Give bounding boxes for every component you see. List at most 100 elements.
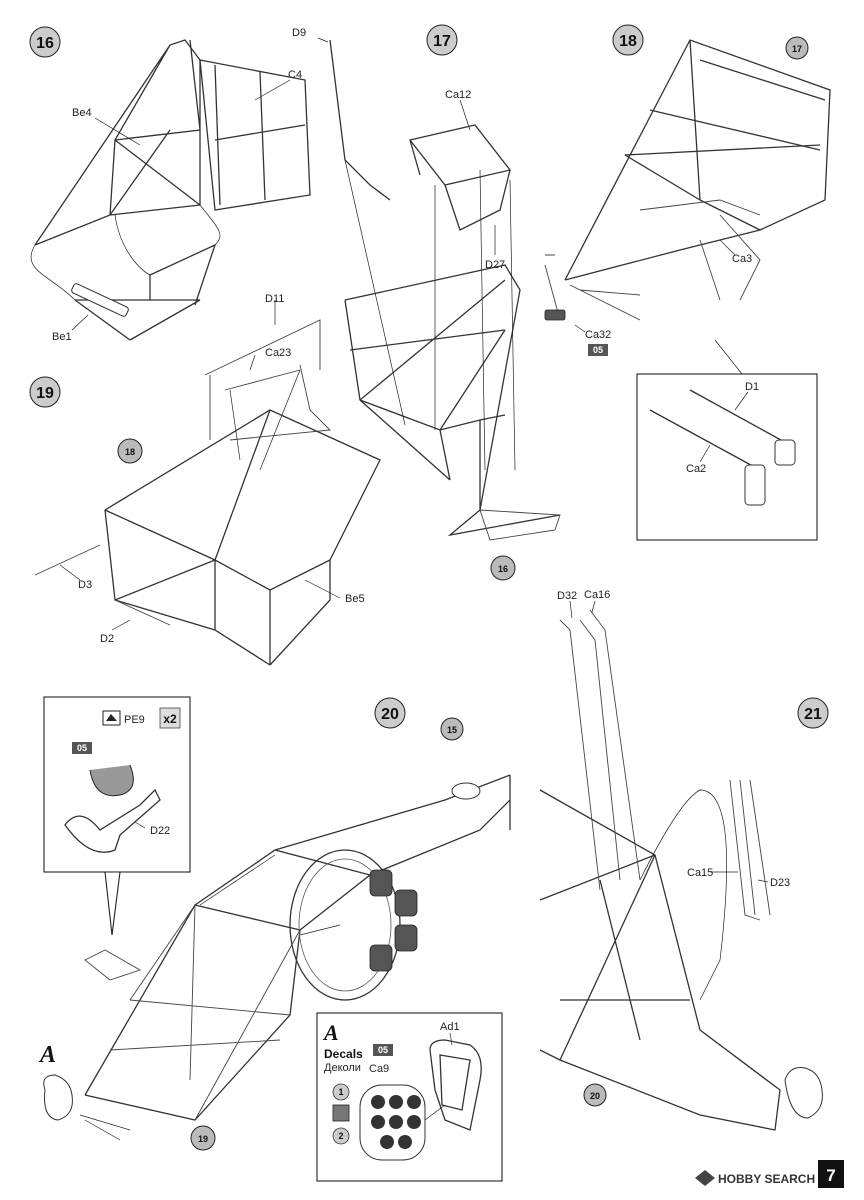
- step-20-guides: [79, 854, 341, 1141]
- step-20-fuselage-frame: [84, 774, 511, 1121]
- step-17-part-d9: [329, 39, 391, 201]
- decals-title: Decals: [324, 1047, 363, 1061]
- step-20-inset-leader: [134, 821, 146, 829]
- decals-paint-badge: [373, 1044, 393, 1056]
- step-21-ref: 20: [590, 1091, 600, 1101]
- hobby-search-logo-icon: [695, 1170, 715, 1186]
- step-16-part-be1: [74, 243, 217, 341]
- label-c4: C4: [288, 69, 302, 81]
- label-d11: D11: [265, 293, 284, 305]
- step-16-leaders: [71, 79, 291, 331]
- step-20-pe-part: [89, 764, 134, 797]
- step-17-ref: 16: [498, 564, 508, 574]
- label-be1: Be1: [52, 331, 72, 343]
- step-20-engine-cylinders: [369, 869, 418, 972]
- step-20-headrest-part: [43, 1074, 73, 1121]
- page-number-badge: [818, 1160, 844, 1188]
- label-d9: D9: [292, 27, 306, 39]
- step-18-badge: [612, 24, 644, 56]
- step-20-number: 20: [381, 706, 399, 723]
- step-21-cable: [639, 789, 728, 1001]
- step-21-ref-badge: [583, 1083, 607, 1107]
- label-ca3: Ca3: [732, 253, 752, 265]
- step-19-ref-badge: [117, 438, 143, 464]
- label-d32: D32: [557, 590, 577, 602]
- decals-paint: 05: [378, 1045, 388, 1055]
- step-16-axle: [71, 283, 129, 317]
- step-16-guides: [30, 204, 221, 301]
- decal-step-2-badge: [332, 1127, 350, 1145]
- step-19-badge: [29, 376, 61, 408]
- step-19: 19 18 D11 Ca23 D3 D2 Be5: [29, 293, 381, 666]
- step-17-ref-badge: [490, 555, 516, 581]
- step-18-inset-leaders: [699, 391, 749, 463]
- footer: HOBBY SEARCH 7: [695, 1160, 844, 1188]
- step-18-ref-badge: [785, 36, 809, 60]
- step-21-leaders: [569, 600, 769, 883]
- step-18-number: 18: [619, 33, 637, 50]
- step-20: 20 15 19 PE9 x2 05 D22 A: [38, 696, 511, 1151]
- label-pe9: PE9: [124, 714, 145, 726]
- step-20-ref-top-badge: [440, 717, 464, 741]
- decals-panel: A Decals Деколи 05 Ca9 Ad1 1 2: [316, 1012, 503, 1182]
- step-18-leaders: [574, 239, 736, 333]
- step-20-engine-ring-inner: [298, 858, 392, 992]
- decal-step-1-badge: [332, 1083, 350, 1101]
- pe-arrow-icon: [106, 714, 117, 721]
- step-16-panel-c4: [199, 59, 311, 211]
- step-17-badge: [426, 24, 458, 56]
- step-20-inset-pointer: [104, 871, 121, 936]
- step-19-main-frame: [104, 409, 381, 666]
- step-20-paint-badge: [72, 742, 92, 754]
- step-19-leaders: [59, 300, 341, 631]
- label-ca15: Ca15: [687, 867, 713, 879]
- watermark-text: HOBBY SEARCH: [718, 1172, 815, 1186]
- step-18: 18 17 Ca3 Ca32 05 D1 Ca2: [544, 24, 831, 541]
- step-21: 21 20 D32 Ca16 Ca15 D23: [539, 589, 829, 1131]
- step-19-number: 19: [36, 385, 54, 402]
- step-18-inset-d1-arm: [774, 439, 796, 466]
- label-d1: D1: [745, 381, 759, 393]
- step-17-number: 17: [433, 33, 451, 50]
- decals-letter: A: [322, 1020, 339, 1045]
- label-ad1: Ad1: [440, 1021, 460, 1033]
- step-20-frame-bracing: [109, 904, 301, 1121]
- label-ca2: Ca2: [686, 463, 706, 475]
- label-ca23: Ca23: [265, 347, 291, 359]
- step-17: 17 D9 Ca12 D27 16: [292, 24, 561, 581]
- label-ca9: Ca9: [369, 1063, 389, 1075]
- step-20-dome: [451, 782, 481, 800]
- label-d3: D3: [78, 579, 92, 591]
- label-d2: D2: [100, 633, 114, 645]
- step-17-leaders: [317, 37, 496, 255]
- step-20-badge: [374, 697, 406, 729]
- step-20-ref-bottom-badge: [190, 1125, 216, 1151]
- step-21-badge: [797, 697, 829, 729]
- decal-step-2: 2: [338, 1131, 343, 1141]
- step-18-inset-ca2-arm: [744, 464, 766, 506]
- multiplier-badge: [159, 707, 181, 729]
- water-transfer-icon: [332, 1104, 350, 1122]
- step-20-d22-placement: [84, 949, 142, 981]
- step-16-badge: [29, 26, 61, 58]
- decals-guide: [424, 1104, 446, 1121]
- step-21-parts-d32-ca16: [559, 609, 641, 891]
- step-18-pedal: [544, 309, 566, 321]
- decal-ad1-part: [429, 1039, 482, 1131]
- step-17-bottom-rail: [479, 509, 561, 541]
- step-18-inset-rods: [649, 389, 791, 471]
- step-20-ref-top: 15: [447, 725, 457, 735]
- step-20-part-d22: [64, 788, 161, 853]
- step-17-main-frame: [344, 264, 561, 537]
- label-ca12: Ca12: [445, 89, 471, 101]
- decal-step-1: 1: [338, 1087, 343, 1097]
- step-18-inset-pointer: [714, 339, 743, 375]
- step-16-frame-side: [34, 39, 201, 246]
- step-18-frame: [564, 39, 831, 281]
- step-19-axles: [34, 544, 171, 626]
- step-20-ref-bottom: 19: [198, 1134, 208, 1144]
- step-18-paint-badge: [588, 344, 608, 356]
- step-19-guides: [229, 369, 301, 471]
- label-be5: Be5: [345, 593, 365, 605]
